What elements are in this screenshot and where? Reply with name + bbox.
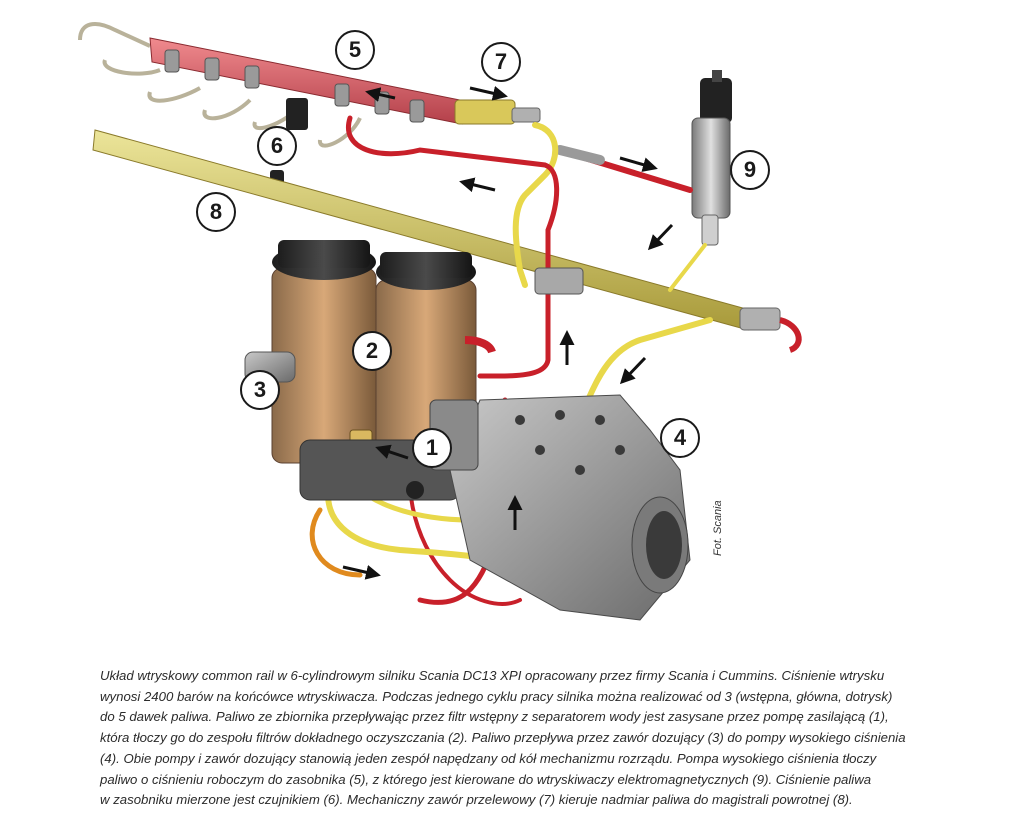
- illustration-svg: [78, 22, 802, 621]
- callout-9: 9: [730, 150, 770, 190]
- photo-credit: Fot. Scania: [712, 476, 732, 556]
- callout-4: 4: [660, 418, 700, 458]
- caption-line: która tłoczy go do zespołu filtrów dokła…: [100, 730, 906, 746]
- flow-arrows: [342, 86, 674, 580]
- return-rail-connector: [534, 267, 584, 295]
- callout-5: 5: [335, 30, 375, 70]
- caption-line: wynosi 2400 barów na końcówce wtryskiwac…: [100, 688, 893, 704]
- injector: [691, 70, 732, 246]
- caption-line: paliwo o ciśnieniu roboczym do zasobnika…: [100, 771, 872, 787]
- callout-6: 6: [257, 126, 297, 166]
- figure-caption: Układ wtryskowy common rail w 6-cylindro…: [100, 666, 960, 811]
- caption-line: (4). Obie pompy i zawór dozujący stanowi…: [100, 750, 877, 766]
- callout-7: 7: [481, 42, 521, 82]
- callout-3: 3: [240, 370, 280, 410]
- callout-2: 2: [352, 331, 392, 371]
- photo-credit-text: Fot. Scania: [712, 500, 724, 556]
- callout-8: 8: [196, 192, 236, 232]
- caption-line: Układ wtryskowy common rail w 6-cylindro…: [100, 668, 885, 683]
- pump-housing: [299, 394, 691, 621]
- injector-feed-pipes: [78, 22, 362, 148]
- fuel-system-illustration: 1 2 3 4 5 6 7 8 9 Fot. Scania: [78, 22, 802, 621]
- callout-1: 1: [412, 428, 452, 468]
- return-rail: [92, 129, 802, 353]
- caption-line: w zasobniku mierzone jest czujnikiem (6)…: [100, 792, 853, 808]
- caption-line: do 5 dawek paliwa. Paliwo ze zbiornika p…: [100, 709, 889, 725]
- pressure-rail: [149, 37, 541, 125]
